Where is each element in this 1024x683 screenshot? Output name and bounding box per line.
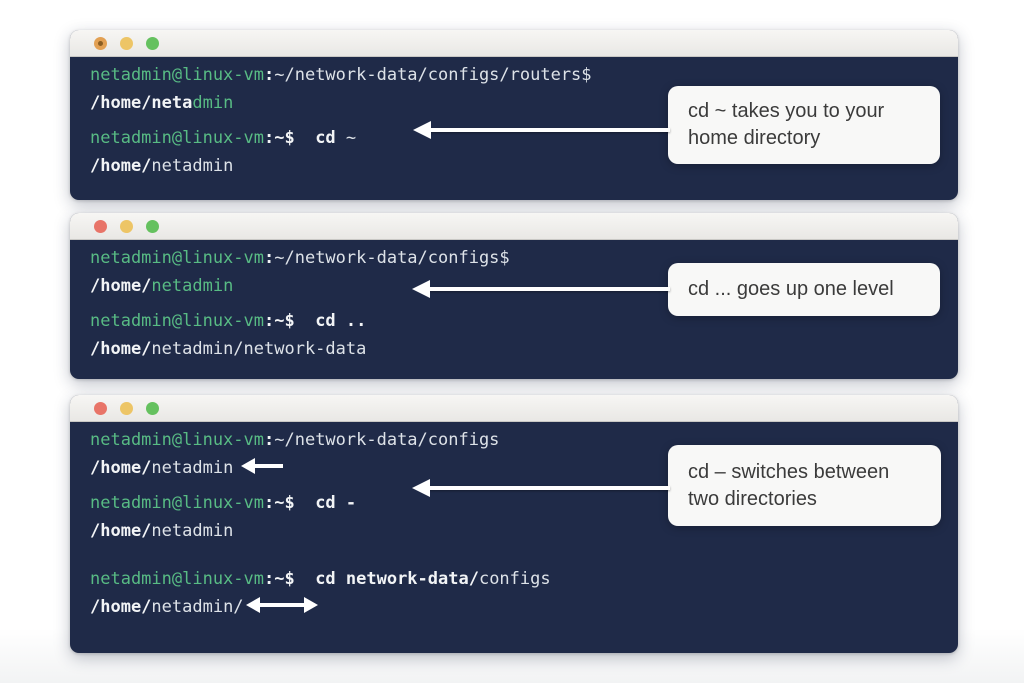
terminal-line: /home/netadmin xyxy=(90,272,938,300)
double-arrow-icon xyxy=(259,602,304,607)
terminal-body-1[interactable]: netadmin@linux-vm:~/network-data/configs… xyxy=(70,57,958,180)
callout-arrow-icon xyxy=(430,128,670,132)
terminal-text: :~$ xyxy=(264,569,316,589)
terminal-text: /home/neta xyxy=(90,93,193,113)
terminal-text: :~$ xyxy=(264,493,316,513)
terminal-text: ~/network-data/configs$ xyxy=(274,248,510,268)
terminal-line: netadmin@linux-vm:~$ cd network-data/con… xyxy=(90,565,938,593)
minimize-button-icon[interactable] xyxy=(120,219,133,233)
terminal-text: /home/ xyxy=(90,156,152,176)
close-button-icon[interactable] xyxy=(94,219,107,233)
prompt-user-host: dmin xyxy=(192,93,234,113)
titlebar-2 xyxy=(70,213,958,240)
terminal-line: /home/netadmin xyxy=(90,517,938,545)
terminal-text: cd xyxy=(315,128,346,148)
terminal-text: /home/ xyxy=(90,521,152,541)
close-button-icon[interactable] xyxy=(94,36,107,50)
terminal-text: netadmin xyxy=(151,521,234,541)
callout-text: cd ~ takes you to your home directory xyxy=(688,100,885,149)
prompt-user-host: netadmin@linux-vm xyxy=(90,128,264,148)
terminal-text: cd .. xyxy=(315,311,367,331)
maximize-button-icon[interactable] xyxy=(146,219,159,233)
prompt-user-host: netadmin@linux-vm xyxy=(90,430,264,450)
prompt-user-host: netadmin@linux-vm xyxy=(90,311,264,331)
maximize-button-icon[interactable] xyxy=(146,401,159,415)
terminal-line: /home/netadmin/ xyxy=(90,593,938,621)
close-button-icon[interactable] xyxy=(94,401,107,415)
prompt-user-host: netadmin@linux-vm xyxy=(90,493,264,513)
terminal-text: configs xyxy=(478,569,551,589)
terminal-line: netadmin@linux-vm:~$ cd .. xyxy=(90,307,938,335)
terminal-line: /home/netadmin xyxy=(90,89,938,117)
minimize-button-icon[interactable] xyxy=(120,401,133,415)
left-arrow-icon xyxy=(255,463,284,468)
terminal-line: netadmin@linux-vm:~$ cd ~ xyxy=(90,124,938,152)
terminal-line: netadmin@linux-vm:~/network-data/configs xyxy=(90,426,938,454)
callout-up-one-level: cd ... goes up one level xyxy=(668,263,940,316)
terminal-text: /home/ xyxy=(90,276,152,296)
terminal-text: ~ xyxy=(345,128,357,148)
terminal-text: :~$ xyxy=(264,128,316,148)
terminal-line: netadmin@linux-vm:~$ cd - xyxy=(90,489,938,517)
terminal-text: cd - xyxy=(315,493,357,513)
terminal-text: cd network-data/ xyxy=(315,569,479,589)
terminal-text: /home/ xyxy=(90,597,152,617)
terminal-line: netadmin@linux-vm:~/network-data/configs… xyxy=(90,61,938,89)
terminal-text: netadmin xyxy=(151,458,234,478)
terminal-text: netadmin/ xyxy=(151,597,244,617)
terminal-text: :~$ xyxy=(264,311,316,331)
terminal-text: /home/ xyxy=(90,339,152,359)
terminal-text: netadmin xyxy=(151,156,234,176)
prompt-user-host: netadmin@linux-vm xyxy=(90,65,264,85)
terminal-line: /home/netadmin xyxy=(90,152,938,180)
terminal-line: /home/netadmin xyxy=(90,454,938,482)
prompt-user-host: netadmin@linux-vm xyxy=(90,569,264,589)
prompt-user-host: netadmin@linux-vm xyxy=(90,248,264,268)
maximize-button-icon[interactable] xyxy=(146,36,159,50)
callout-home-directory: cd ~ takes you to your home directory xyxy=(668,86,940,164)
callout-arrow-icon xyxy=(429,287,670,291)
terminal-body-3[interactable]: netadmin@linux-vm:~/network-data/configs… xyxy=(70,422,958,621)
terminal-text: : xyxy=(264,430,275,450)
terminal-text: : xyxy=(264,248,275,268)
callout-arrow-icon xyxy=(429,486,670,490)
callout-text: cd – switches between two directories xyxy=(688,460,890,510)
terminal-window-2: netadmin@linux-vm:~/network-data/configs… xyxy=(70,213,958,379)
terminal-text: ~/network-data/configs xyxy=(274,430,500,450)
terminal-line: netadmin@linux-vm:~/network-data/configs… xyxy=(90,244,938,272)
prompt-user-host: netadmin xyxy=(151,276,234,296)
callout-text: cd ... goes up one level xyxy=(688,278,894,300)
minimize-button-icon[interactable] xyxy=(120,36,133,50)
terminal-text: /home/ xyxy=(90,458,152,478)
terminal-line: /home/netadmin/network-data xyxy=(90,335,938,363)
titlebar-1 xyxy=(70,30,958,57)
titlebar-3 xyxy=(70,395,958,422)
terminal-body-2[interactable]: netadmin@linux-vm:~/network-data/configs… xyxy=(70,240,958,363)
terminal-text: : xyxy=(264,65,275,85)
callout-switch-directories: cd – switches between two directories xyxy=(668,445,941,526)
terminal-text: netadmin/network-data xyxy=(151,339,367,359)
terminal-text: ~/network-data/configs/routers$ xyxy=(274,65,592,85)
